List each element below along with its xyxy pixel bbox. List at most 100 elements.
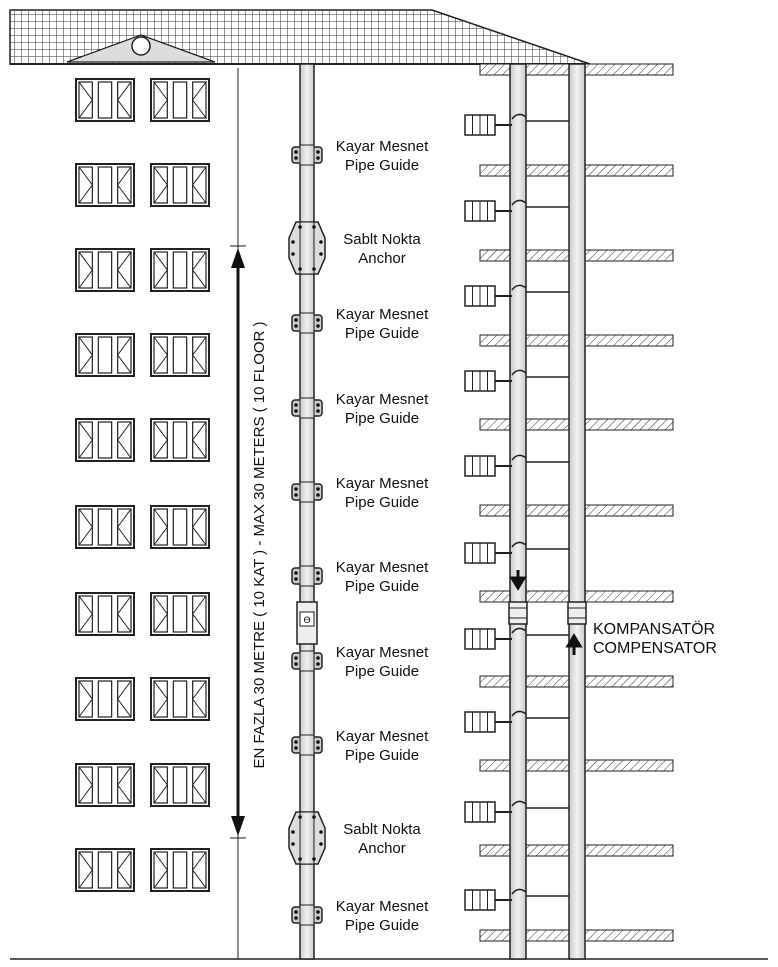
floor-slab (584, 63, 674, 76)
building-windows (75, 78, 210, 892)
support-label-line1: Kayar Mesnet (336, 559, 429, 576)
floor-slab (525, 164, 570, 177)
radiator (464, 199, 569, 222)
support-label-line2: Pipe Guide (345, 325, 419, 342)
floor-slab (584, 929, 674, 942)
window (75, 763, 135, 807)
floor-slab (525, 63, 570, 76)
pipe-guide-bracket (291, 734, 323, 756)
floor-slab (479, 590, 511, 603)
support-label-line2: Pipe Guide (345, 410, 419, 427)
support-label-line1: Sablt Nokta (343, 231, 421, 248)
pipe-guide-bracket (291, 312, 323, 334)
window (150, 248, 210, 292)
pipe-guide-bracket (291, 144, 323, 166)
supply-pipe (509, 63, 527, 960)
support-label-line1: Kayar Mesnet (336, 306, 429, 323)
floor-slab (525, 334, 570, 347)
radiator (464, 888, 569, 911)
floor-slab (479, 759, 511, 772)
compensator (567, 601, 587, 625)
support-label-line2: Pipe Guide (345, 747, 419, 764)
floor-slab (584, 249, 674, 262)
floor-slab (479, 249, 511, 262)
window (75, 78, 135, 122)
floor-slab (525, 590, 570, 603)
pipe-guide-bracket (291, 565, 323, 587)
floor-slab (584, 164, 674, 177)
support-label-line2: Pipe Guide (345, 663, 419, 680)
window (150, 763, 210, 807)
up-arrow-icon (565, 633, 583, 655)
roof (9, 9, 591, 65)
return-pipe (568, 63, 586, 960)
window (75, 248, 135, 292)
window (150, 505, 210, 549)
radiator (464, 284, 569, 307)
radiator (464, 541, 569, 564)
window (150, 78, 210, 122)
support-label-line2: Anchor (358, 250, 406, 267)
pipe-guide-bracket (291, 904, 323, 926)
radiator (464, 369, 569, 392)
window (150, 418, 210, 462)
support-label-line1: Kayar Mesnet (336, 391, 429, 408)
floor-slab (479, 844, 511, 857)
support-label-line1: Kayar Mesnet (336, 475, 429, 492)
support-label-line1: Kayar Mesnet (336, 644, 429, 661)
floor-slab (479, 164, 511, 177)
pipe-guide-bracket (291, 650, 323, 672)
window (150, 333, 210, 377)
support-label-line1: Kayar Mesnet (336, 138, 429, 155)
radiator (464, 710, 569, 733)
window (75, 677, 135, 721)
window (75, 163, 135, 207)
support-label-line1: Kayar Mesnet (336, 898, 429, 915)
floor-slab (584, 334, 674, 347)
floor-slab (584, 418, 674, 431)
window (75, 333, 135, 377)
pipe-guide-bracket (291, 397, 323, 419)
floor-slab (525, 759, 570, 772)
floor-slab (479, 504, 511, 517)
window (150, 592, 210, 636)
window (75, 592, 135, 636)
window (75, 505, 135, 549)
floor-slab (525, 844, 570, 857)
left-compensator: ϴ (296, 601, 318, 645)
radiator (464, 627, 569, 650)
floor-slab (525, 418, 570, 431)
floor-slab (479, 418, 511, 431)
dimension-label: EN FAZLA 30 METRE ( 10 KAT ) - MAX 30 ME… (251, 321, 268, 768)
anchor-bracket (288, 811, 326, 865)
support-label-line2: Pipe Guide (345, 157, 419, 174)
support-label-line2: Pipe Guide (345, 578, 419, 595)
compensator-label: KOMPANSATÖR COMPENSATOR (593, 620, 717, 657)
window (150, 848, 210, 892)
window (150, 163, 210, 207)
radiator (464, 113, 569, 136)
floor-slab (479, 63, 511, 76)
floor-slab (584, 590, 674, 603)
window (150, 677, 210, 721)
compensator-label-line1: KOMPANSATÖR (593, 620, 715, 638)
support-label-line2: Pipe Guide (345, 494, 419, 511)
anchor-bracket (288, 221, 326, 275)
down-arrow-icon (509, 570, 527, 591)
floor-slab (479, 334, 511, 347)
floor-slab (525, 504, 570, 517)
compensator (508, 601, 528, 625)
floor-slab (525, 249, 570, 262)
floor-slab (584, 759, 674, 772)
support-label-line2: Pipe Guide (345, 917, 419, 934)
floor-slab (479, 929, 511, 942)
window (75, 848, 135, 892)
floor-slab (584, 844, 674, 857)
svg-text:ϴ: ϴ (303, 615, 310, 625)
floor-slab (525, 675, 570, 688)
support-label-line1: Sablt Nokta (343, 821, 421, 838)
support-label-line2: Anchor (358, 840, 406, 857)
radiator (464, 454, 569, 477)
compensator-label-line2: COMPENSATOR (593, 640, 717, 657)
